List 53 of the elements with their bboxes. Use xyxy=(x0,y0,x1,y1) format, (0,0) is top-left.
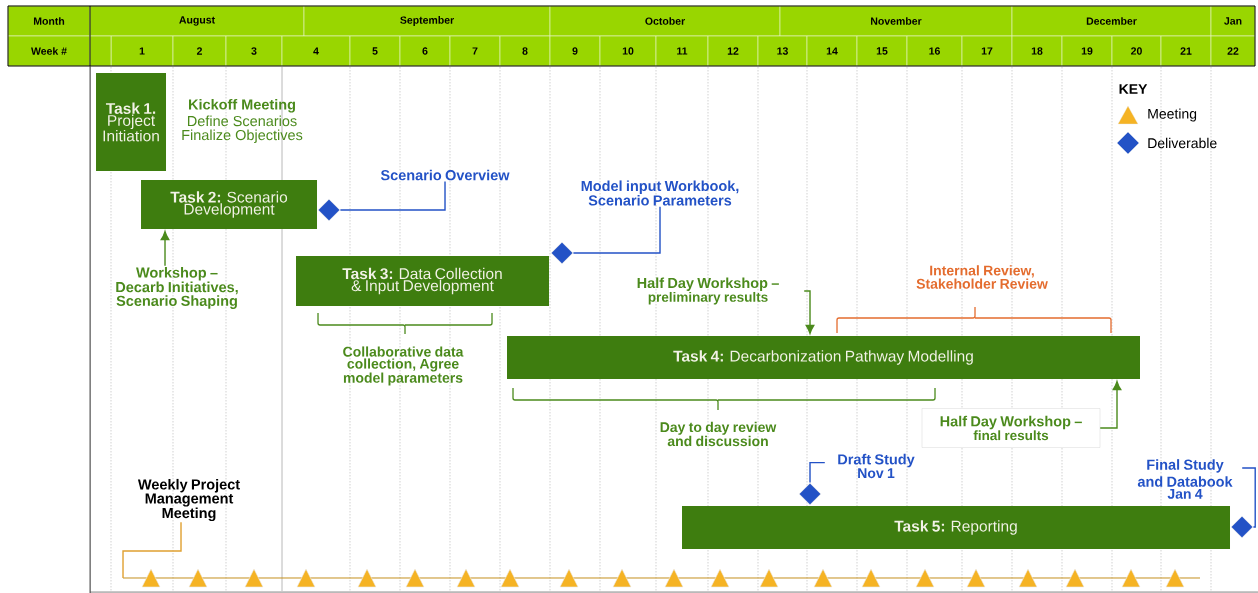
header-cell: 15 xyxy=(856,35,908,67)
header-cell: 11 xyxy=(655,35,709,67)
task-bar: Task 1. Project Initiation xyxy=(96,73,166,171)
header-cell: 7 xyxy=(449,35,501,67)
header-cell: 12 xyxy=(707,35,759,67)
brace-label: Day to day review and discussion xyxy=(660,421,777,447)
legend-text: Meeting xyxy=(1148,108,1197,122)
leader-line xyxy=(809,461,826,484)
task-bar: Task 2: Scenario Development xyxy=(141,180,317,229)
annotation: Scenario Overview xyxy=(380,169,510,181)
annotation: Half Day Workshop – preliminary results xyxy=(637,277,779,305)
annotation: Final Study and Databook Jan 4 xyxy=(1137,459,1233,499)
task-bar: Task 5: Reporting xyxy=(682,506,1230,549)
header-cell: Jan xyxy=(1210,5,1256,37)
header-cell: 8 xyxy=(499,35,551,67)
annotation: Draft Study Nov 1 xyxy=(838,453,915,479)
header-cell: 6 xyxy=(399,35,451,67)
deliverable-diamond xyxy=(317,198,341,222)
header-cell: 21 xyxy=(1160,35,1212,67)
task-bar: Task 3: Data Collection & Input Development xyxy=(296,256,549,306)
header-cell: 14 xyxy=(806,35,858,67)
task-bar: Task 4: Decarbonization Pathway Modelling xyxy=(507,336,1140,379)
arrow xyxy=(160,230,170,267)
arrow xyxy=(803,290,815,335)
leader-line xyxy=(339,180,446,211)
annotation-box: Half Day Workshop – final results xyxy=(921,408,1101,448)
annotation: Workshop – Decarb Initiatives, Scenario Shaping xyxy=(116,267,238,309)
header-cell: 17 xyxy=(961,35,1013,67)
header-cell: 19 xyxy=(1061,35,1113,67)
arrow xyxy=(1099,380,1122,429)
header-cell: 5 xyxy=(349,35,401,67)
deliverable-diamond xyxy=(1230,515,1254,539)
brace-label: Collaborative data collection, Agree model parameters xyxy=(343,346,464,386)
header-cell: 16 xyxy=(906,35,963,67)
legend-text: Deliverable xyxy=(1148,137,1217,149)
brace-label: Internal Review, Stakeholder Review xyxy=(916,265,1048,289)
leader-line xyxy=(122,521,182,579)
header-cell: 3 xyxy=(225,35,283,67)
leader-line xyxy=(1241,467,1256,528)
header-cell: 22 xyxy=(1210,35,1256,67)
key-title: KEY xyxy=(1119,84,1148,94)
deliverable-diamond xyxy=(550,241,574,265)
leader-line xyxy=(572,206,661,254)
header-cell: 4 xyxy=(281,35,351,67)
annotation: Kickoff Meeting Define Scenarios Finalize Objectives xyxy=(182,98,303,144)
annotation: Model input Workbook, Scenario Parameters xyxy=(581,180,739,206)
header-cell: 2 xyxy=(172,35,227,67)
header-cell: 18 xyxy=(1011,35,1063,67)
annotation: Weekly Project Management Meeting xyxy=(137,478,240,522)
header-cell: Month xyxy=(7,5,91,37)
header-cell: 10 xyxy=(599,35,657,67)
header-cell: 9 xyxy=(549,35,601,67)
deliverable-diamond xyxy=(798,482,822,506)
